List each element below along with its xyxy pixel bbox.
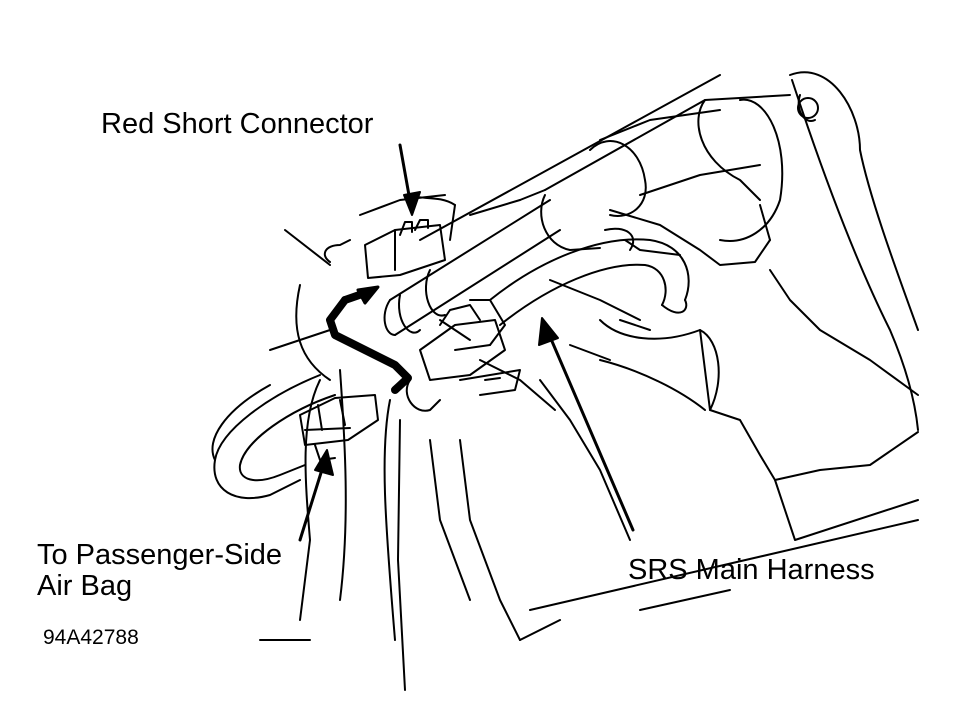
srs-main-harness-label: SRS Main Harness	[628, 554, 875, 586]
red-short-connector-label: Red Short Connector	[101, 108, 374, 140]
srs-main-harness-tube	[489, 238, 690, 326]
figure-id: 94A42788	[43, 626, 139, 649]
short-connector-wire-lead	[341, 288, 372, 304]
dashboard-structure	[419, 71, 919, 431]
short-connector-wire	[326, 296, 412, 394]
arrow-srs-main-harness	[543, 323, 635, 532]
passenger-harness-loop	[211, 374, 336, 500]
passenger-side-air-bag-label: To Passenger-Side Air Bag	[37, 539, 283, 603]
steering-column-cylinder	[383, 199, 561, 346]
arrow-passenger-side	[298, 458, 327, 542]
red-short-connector	[359, 194, 456, 279]
leader-arrows	[298, 143, 635, 542]
harness-end-connector	[405, 304, 521, 412]
passenger-label-line-2: Air Bag	[37, 570, 133, 603]
lower-dash-panels	[259, 229, 919, 691]
passenger-label-line-1: To Passenger-Side	[37, 539, 283, 571]
